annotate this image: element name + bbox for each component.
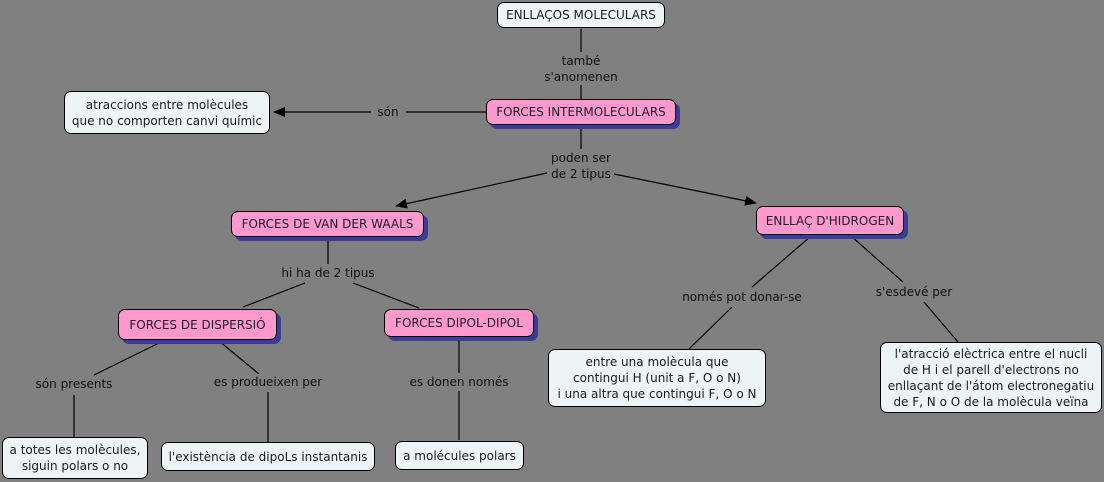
concept-forces-dispersio[interactable]: FORCES DE DISPERSIÓ: [118, 309, 277, 340]
line-hidrogen-esdeve: [850, 235, 904, 283]
line-esdeve-atraccio: [923, 301, 959, 343]
concept-enllacos-moleculars[interactable]: ENLLAÇOS MOLECULARS: [497, 2, 665, 28]
link-poden-ser[interactable]: poden ser de 2 tipus: [548, 150, 614, 182]
link-son[interactable]: són: [374, 104, 402, 120]
concept-molecules-polars[interactable]: a molécules polars: [395, 441, 524, 470]
line-poden-hidrogen: [613, 173, 757, 206]
link-es-donen-nomes[interactable]: es donen només: [406, 374, 512, 390]
line-hidrogen-nomes: [751, 235, 812, 288]
concept-enllac-hidrogen[interactable]: ENLLAÇ D'HIDROGEN: [756, 206, 904, 235]
concept-atraccio-electrica[interactable]: l'atracció elèctrica entre el nucli de H…: [880, 342, 1102, 413]
concept-totes-les-molecules[interactable]: a totes les molècules, siguin polars o n…: [2, 437, 148, 479]
line-dispersio-produeixen: [218, 340, 260, 375]
line-hiha-dipol: [352, 282, 420, 309]
link-hi-ha-de-2-tipus[interactable]: hi ha de 2 tipus: [278, 265, 378, 281]
line-poden-vdw: [395, 172, 548, 209]
concept-entre-una-molecula[interactable]: entre una molècula que contingui H (unit…: [548, 349, 766, 407]
concept-forces-van-der-waals[interactable]: FORCES DE VAN DER WAALS: [231, 211, 424, 237]
concept-atraccions-entre-molecules[interactable]: atraccions entre molècules que no compor…: [64, 91, 270, 134]
link-sesdeve-per[interactable]: s'esdevé per: [872, 284, 956, 300]
concept-forces-dipol-dipol[interactable]: FORCES DIPOL-DIPOL: [384, 309, 534, 337]
link-son-presents[interactable]: són presents: [32, 376, 116, 392]
line-nomes-entre: [688, 306, 733, 350]
concept-forces-intermoleculars[interactable]: FORCES INTERMOLECULARS: [486, 99, 676, 125]
concept-dipols-instantanis[interactable]: l'existència de dipoLs instantanis: [161, 442, 375, 471]
link-es-produeixen-per[interactable]: es produeixen per: [210, 374, 326, 390]
link-tambe-sanomenen[interactable]: també s'anomenen: [541, 53, 621, 85]
link-nomes-pot-donar-se[interactable]: només pot donar-se: [679, 289, 805, 305]
line-dispersio-presents: [93, 340, 164, 376]
line-hiha-dispersio: [242, 282, 306, 308]
